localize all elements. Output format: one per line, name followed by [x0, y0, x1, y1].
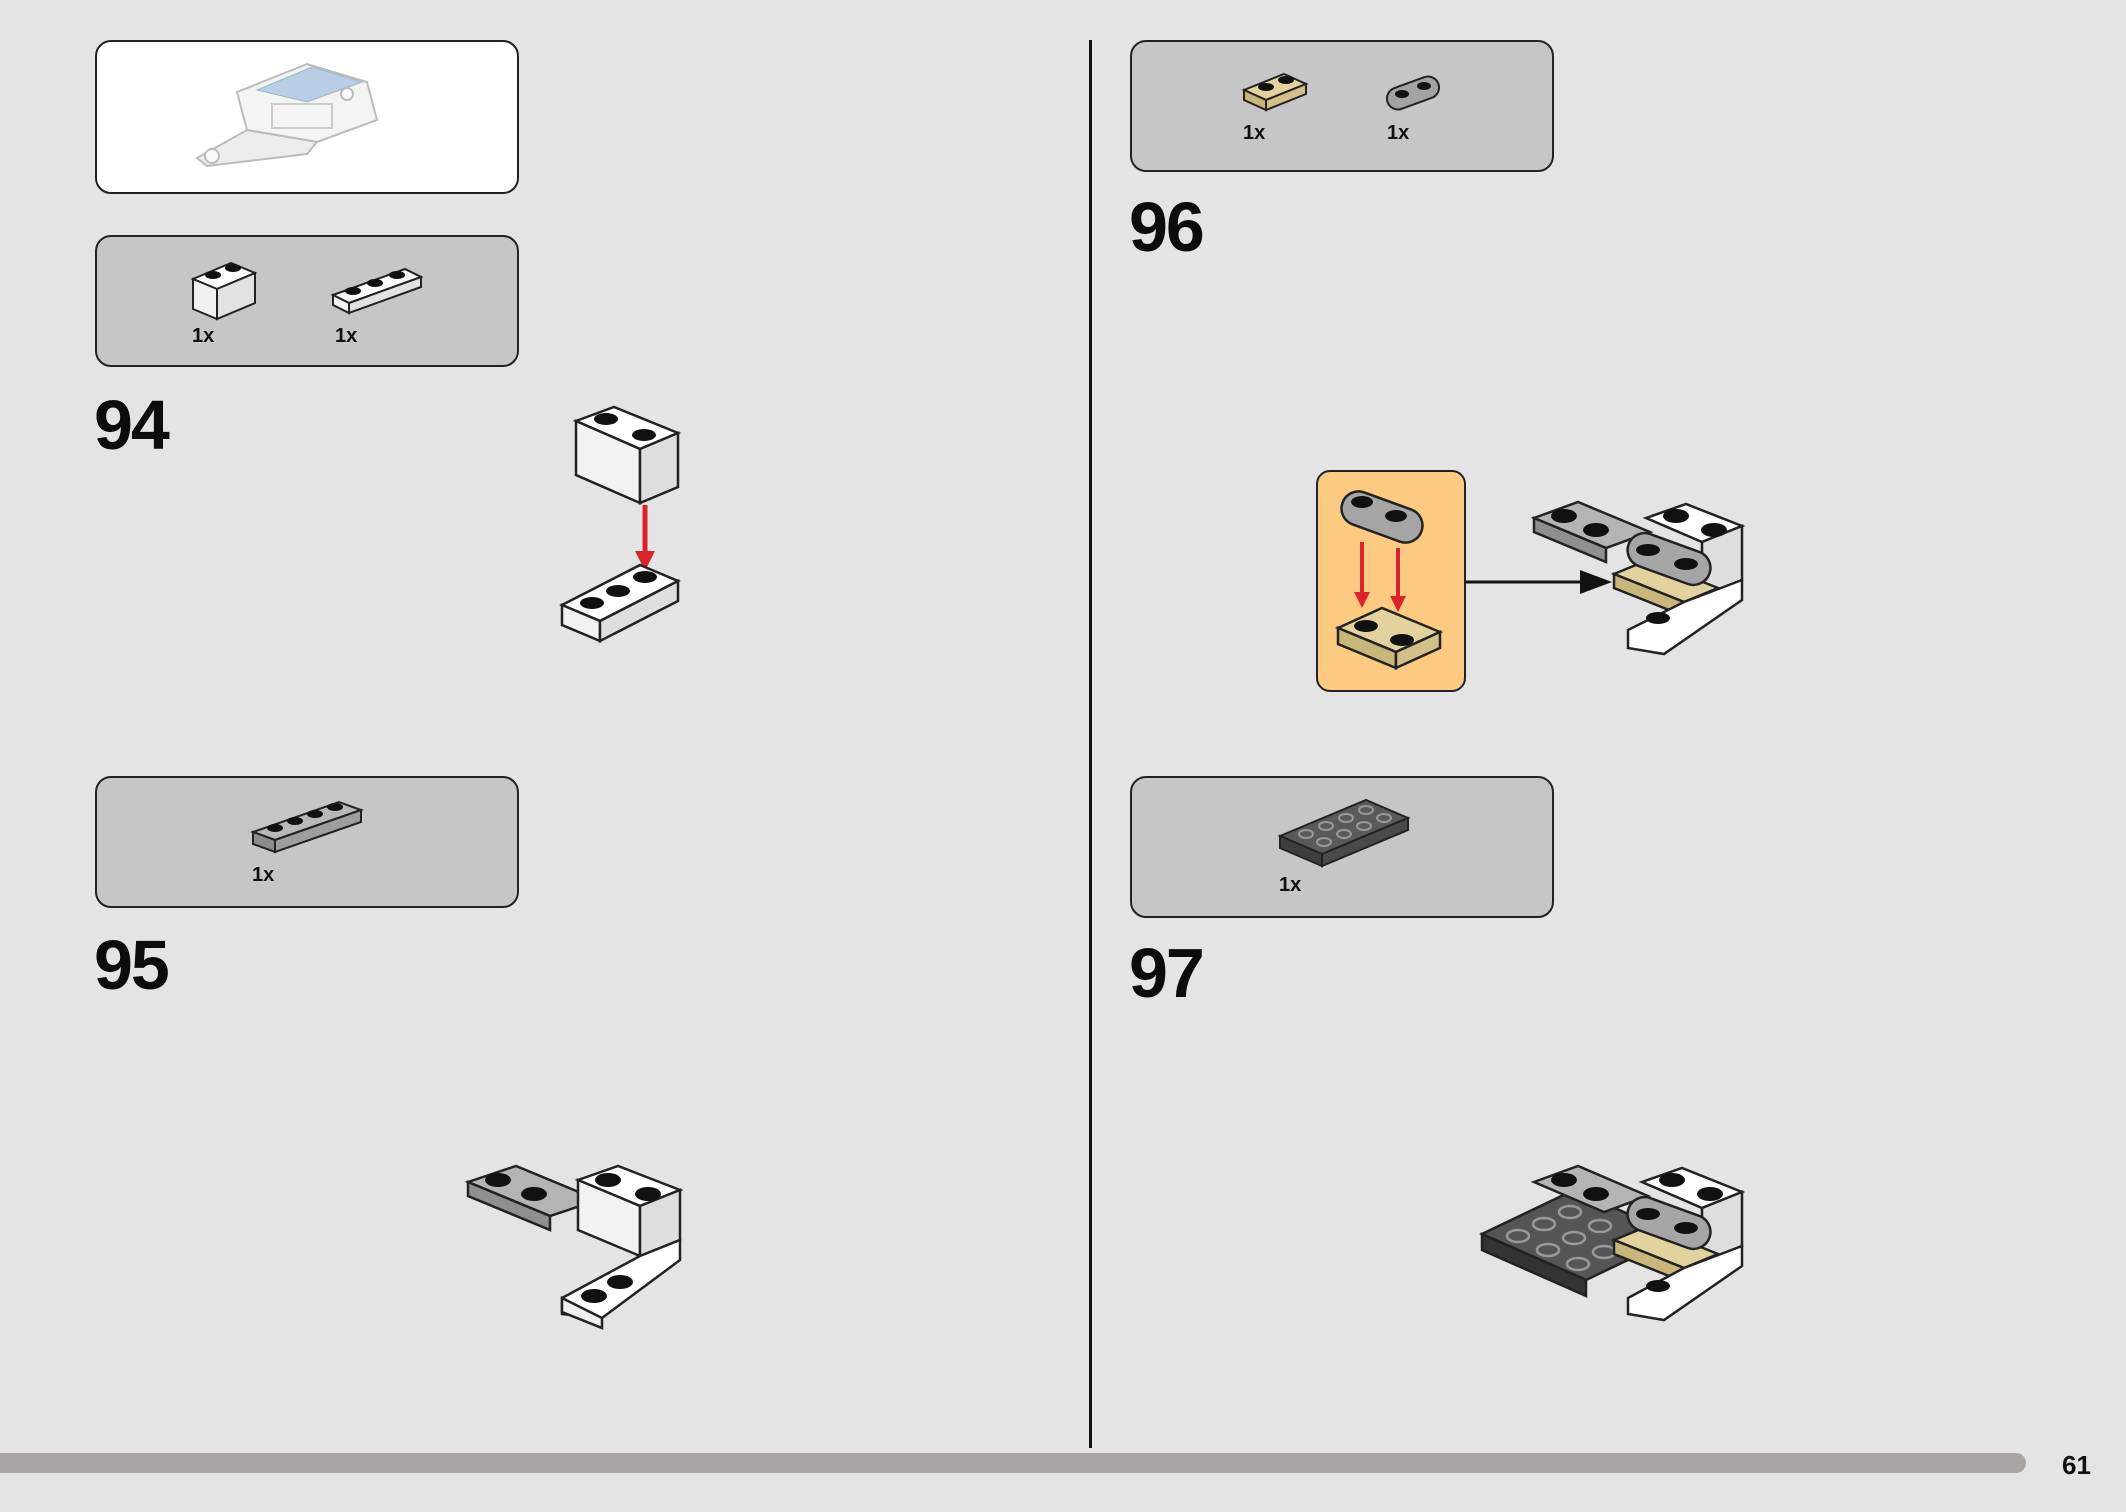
- step-96-assembly-illustration: [1530, 500, 1746, 656]
- model-preview-image: [195, 62, 379, 168]
- part-quantity: 1x: [252, 864, 275, 886]
- step-97-assembly-illustration: [1479, 1164, 1746, 1322]
- parts-list-step-95: 1x: [95, 776, 519, 908]
- step-number: 95: [94, 926, 170, 1004]
- callout-arrow: [1466, 570, 1612, 594]
- step-number: 94: [94, 386, 170, 464]
- part-quantity: 1x: [335, 325, 358, 347]
- step-95-assembly-illustration: [464, 1164, 684, 1330]
- model-preview-box: [95, 40, 519, 194]
- part-quantity: 1x: [192, 325, 215, 347]
- white-brick-1x2-icon: [190, 261, 258, 321]
- step-94-assembly-illustration: [559, 405, 682, 644]
- page-footer-bar: [0, 1453, 2026, 1473]
- gray-plate-1x4-icon: [250, 800, 364, 854]
- parts-list-step-96: 1x 1x: [1130, 40, 1554, 172]
- part-quantity: 1x: [1243, 122, 1266, 144]
- white-plate-1x3-icon: [330, 267, 424, 315]
- part-quantity: 1x: [1279, 874, 1302, 896]
- step-number: 97: [1129, 934, 1205, 1012]
- dark-gray-plate-2x4-icon: [1277, 798, 1411, 868]
- callout-assembly-illustration: [1334, 490, 1444, 670]
- parts-list-step-97: 1x: [1130, 776, 1554, 918]
- tan-plate-1x2-icon: [1241, 72, 1309, 112]
- parts-list-step-94: 1x 1x: [95, 235, 519, 367]
- page-divider: [1089, 40, 1092, 1448]
- dark-gray-rounded-plate-1x2-icon: [1385, 75, 1441, 111]
- part-quantity: 1x: [1387, 122, 1410, 144]
- page-number: 61: [2062, 1450, 2091, 1480]
- step-number: 96: [1129, 188, 1205, 266]
- sub-assembly-callout: [1316, 470, 1466, 692]
